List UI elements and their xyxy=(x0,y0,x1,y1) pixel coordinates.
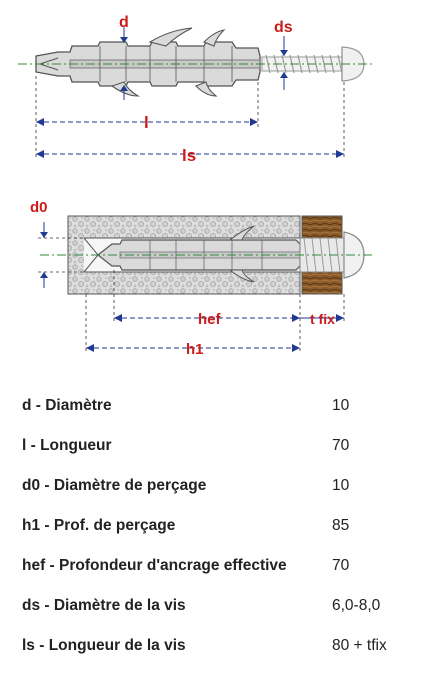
spec-label: h1 - Prof. de perçage xyxy=(22,517,176,534)
dowel-drawing xyxy=(35,27,261,97)
dim-ds xyxy=(280,36,288,90)
concrete-top xyxy=(68,216,300,238)
spec-value: 6,0-8,0 xyxy=(332,597,381,614)
label-d: d xyxy=(119,14,129,31)
spec-row: ds - Diamètre de la vis 6,0-8,0 xyxy=(22,586,387,626)
spec-value: 70 xyxy=(332,557,350,574)
spec-row: l - Longueur 70 xyxy=(22,426,387,466)
dim-ls xyxy=(36,82,345,158)
spec-row: d0 - Diamètre de perçage 10 xyxy=(22,466,387,506)
label-hef: hef xyxy=(198,311,222,328)
label-d0: d0 xyxy=(30,199,48,216)
spec-row: h1 - Prof. de perçage 85 xyxy=(22,506,387,546)
concrete-bottom xyxy=(68,272,300,294)
spec-label: ds - Diamètre de la vis xyxy=(22,597,186,614)
label-l: l xyxy=(144,113,149,132)
label-ls: ls xyxy=(182,146,196,165)
technical-diagram: d ds l ls xyxy=(18,14,372,358)
spec-row: ls - Longueur de la vis 80 + tfix xyxy=(22,626,387,666)
spec-value: 70 xyxy=(332,437,350,454)
dim-tfix xyxy=(300,294,345,322)
spec-label: l - Longueur xyxy=(22,437,112,454)
spec-label: d0 - Diamètre de perçage xyxy=(22,477,207,494)
spec-value: 80 + tfix xyxy=(332,637,387,654)
spec-row: hef - Profondeur d'ancrage effective 70 xyxy=(22,546,387,586)
fixture-bottom xyxy=(301,271,343,295)
fixture-top xyxy=(301,215,343,239)
label-h1: h1 xyxy=(186,341,204,358)
installed-anchor-drawing: d0 hef t fix h1 xyxy=(30,199,372,358)
spec-value: 10 xyxy=(332,477,350,494)
dim-d xyxy=(120,26,128,100)
spec-value: 85 xyxy=(332,517,350,534)
spec-value: 10 xyxy=(332,397,350,414)
spec-label: d - Diamètre xyxy=(22,397,112,414)
spec-label: ls - Longueur de la vis xyxy=(22,637,186,654)
dim-h1 xyxy=(85,294,300,352)
dim-hef xyxy=(113,270,301,352)
spec-label: hef - Profondeur d'ancrage effective xyxy=(22,557,287,574)
label-tfix: t fix xyxy=(310,311,335,327)
spec-table: d - Diamètre 10 l - Longueur 70 d0 - Dia… xyxy=(22,386,387,666)
label-ds: ds xyxy=(274,19,293,36)
anchor-with-screw-drawing: d ds l ls xyxy=(18,14,372,165)
spec-row: d - Diamètre 10 xyxy=(22,386,387,426)
dim-l xyxy=(35,76,259,158)
dim-d0 xyxy=(38,222,84,288)
